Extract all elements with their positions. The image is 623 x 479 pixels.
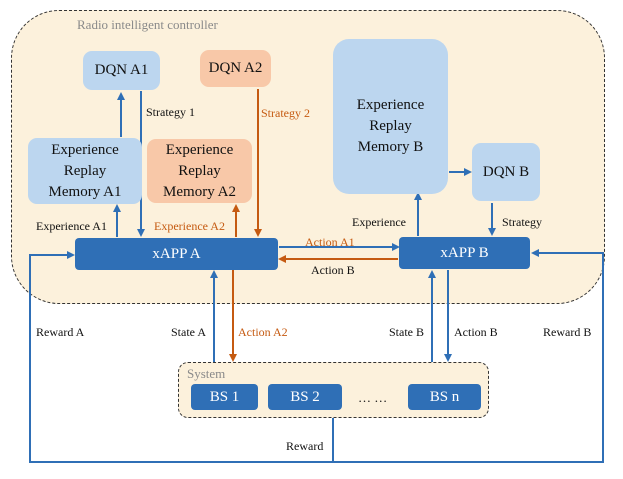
label-strategy-2: Strategy 2 (261, 106, 310, 120)
experience-replay-memory-a2: Experience Replay Memory A2 (147, 139, 252, 203)
arrow-reward-b (333, 249, 604, 463)
label-strategy: Strategy (502, 215, 542, 229)
bs-ellipsis: … … (358, 390, 388, 405)
label-action-a1: Action A1 (305, 235, 355, 249)
label-experience: Experience (352, 215, 406, 229)
label-strategy-1: Strategy 1 (146, 105, 195, 119)
arrow-reward-a (29, 251, 334, 463)
xapp-b-box: xAPP B (399, 237, 530, 269)
bs-n-box: BS n (408, 384, 481, 410)
dqn-a2-box: DQN A2 (200, 50, 271, 87)
label-experience-a1: Experience A1 (36, 219, 107, 233)
erm-b-line-3: Memory B (357, 139, 424, 155)
system-region-label: System (187, 366, 226, 381)
dqn-a1-box: DQN A1 (83, 51, 160, 90)
label-state-b: State B (389, 325, 424, 339)
label-reward: Reward (286, 439, 324, 453)
label-experience-a2: Experience A2 (154, 219, 225, 233)
label-action-a2: Action A2 (238, 325, 288, 339)
erm-b-line-1: Experience (356, 97, 425, 113)
dqn-b-box: DQN B (472, 143, 540, 201)
bs-2-box: BS 2 (268, 384, 342, 410)
ric-region-label: Radio intelligent controller (77, 17, 218, 32)
erm-b-line-2: Replay (369, 118, 412, 134)
erm-a2-line-2: Replay (178, 162, 221, 179)
erm-a1-line-3: Memory A1 (48, 183, 122, 200)
label-action-b-mid: Action B (311, 263, 355, 277)
erm-a1-line-2: Replay (63, 162, 107, 179)
label-action-b: Action B (454, 325, 498, 339)
label-reward-b: Reward B (543, 325, 592, 339)
experience-replay-memory-a1: Experience Replay Memory A1 (28, 138, 142, 204)
erm-a2-line-3: Memory A2 (163, 183, 236, 200)
erm-a1-line-1: Experience (51, 141, 119, 158)
label-state-a: State A (171, 325, 206, 339)
label-reward-a: Reward A (36, 325, 85, 339)
bs-1-box: BS 1 (191, 384, 258, 410)
erm-a2-line-1: Experience (165, 141, 234, 158)
xapp-a-box: xAPP A (75, 238, 278, 270)
experience-replay-memory-b: Experience Replay Memory B (333, 39, 448, 194)
